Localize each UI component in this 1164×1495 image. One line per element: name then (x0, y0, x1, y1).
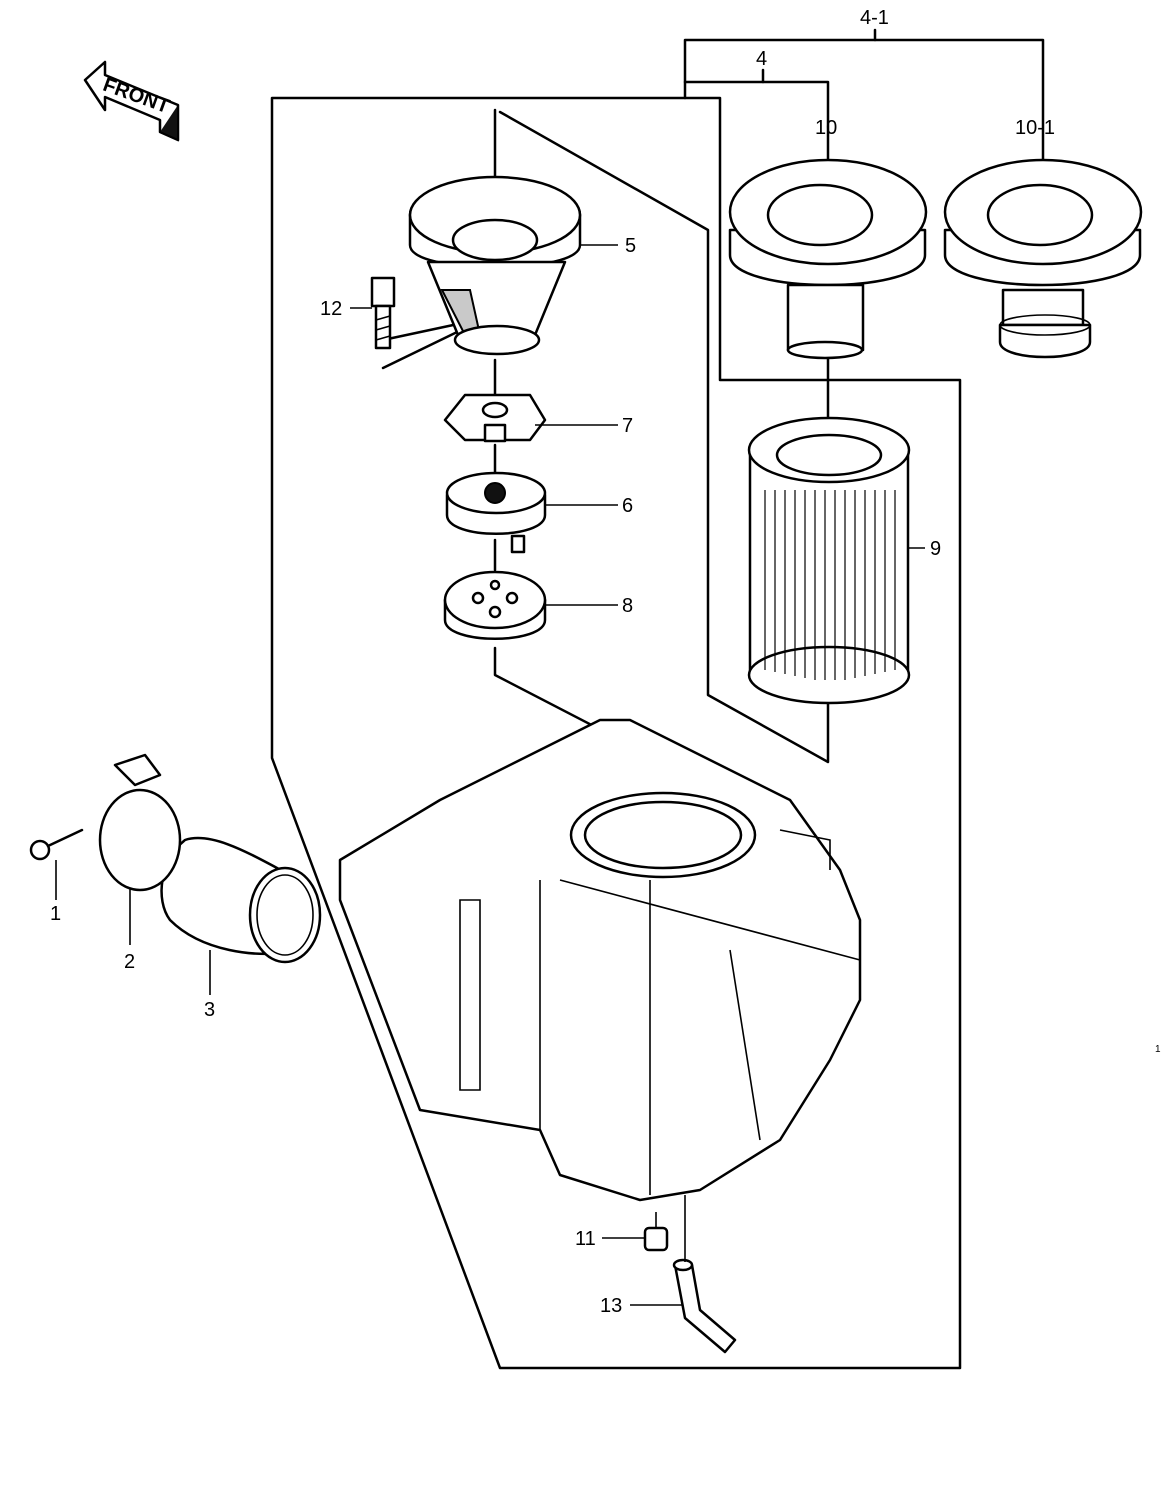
callout-11: 11 (575, 1228, 596, 1250)
assembly-outline (270, 28, 1045, 1370)
callout-6: 6 (622, 495, 633, 517)
callout-7: 7 (622, 415, 633, 437)
bolt-12 (370, 276, 396, 350)
cap-10-1 (943, 158, 1143, 359)
holder-6 (445, 471, 547, 554)
filter-element-9 (747, 416, 911, 705)
callout-3: 3 (204, 999, 215, 1021)
leader-lines (55, 140, 1044, 1306)
air-funnel (408, 175, 582, 356)
cap-10 (728, 158, 928, 360)
callout-4: 4 (756, 48, 767, 70)
callout-13: 13 (600, 1295, 622, 1317)
damper-7 (443, 393, 547, 443)
screw-1 (29, 828, 84, 861)
callout-5: 5 (625, 235, 636, 257)
intake-duct-3 (160, 836, 322, 964)
air-box-case (338, 718, 862, 1202)
front-arrow: FRONT (83, 60, 180, 142)
callout-9: 9 (930, 538, 941, 560)
page-ref: 1 (1155, 1044, 1161, 1055)
callout-10: 10 (815, 117, 837, 139)
callout-8: 8 (622, 595, 633, 617)
callout-2: 2 (124, 951, 135, 973)
callout-1: 1 (50, 903, 61, 925)
plate-8 (443, 570, 547, 640)
nut-11 (643, 1226, 669, 1252)
callout-12: 12 (320, 298, 342, 320)
drain-tube-13 (672, 1258, 737, 1354)
clamp-2 (98, 753, 182, 892)
callout-10-1: 10-1 (1015, 117, 1055, 139)
callout-labels: 4-1 4 10 10-1 5 12 7 6 8 9 1 2 3 11 13 1 (50, 7, 1161, 1317)
callout-4-1: 4-1 (860, 7, 889, 29)
